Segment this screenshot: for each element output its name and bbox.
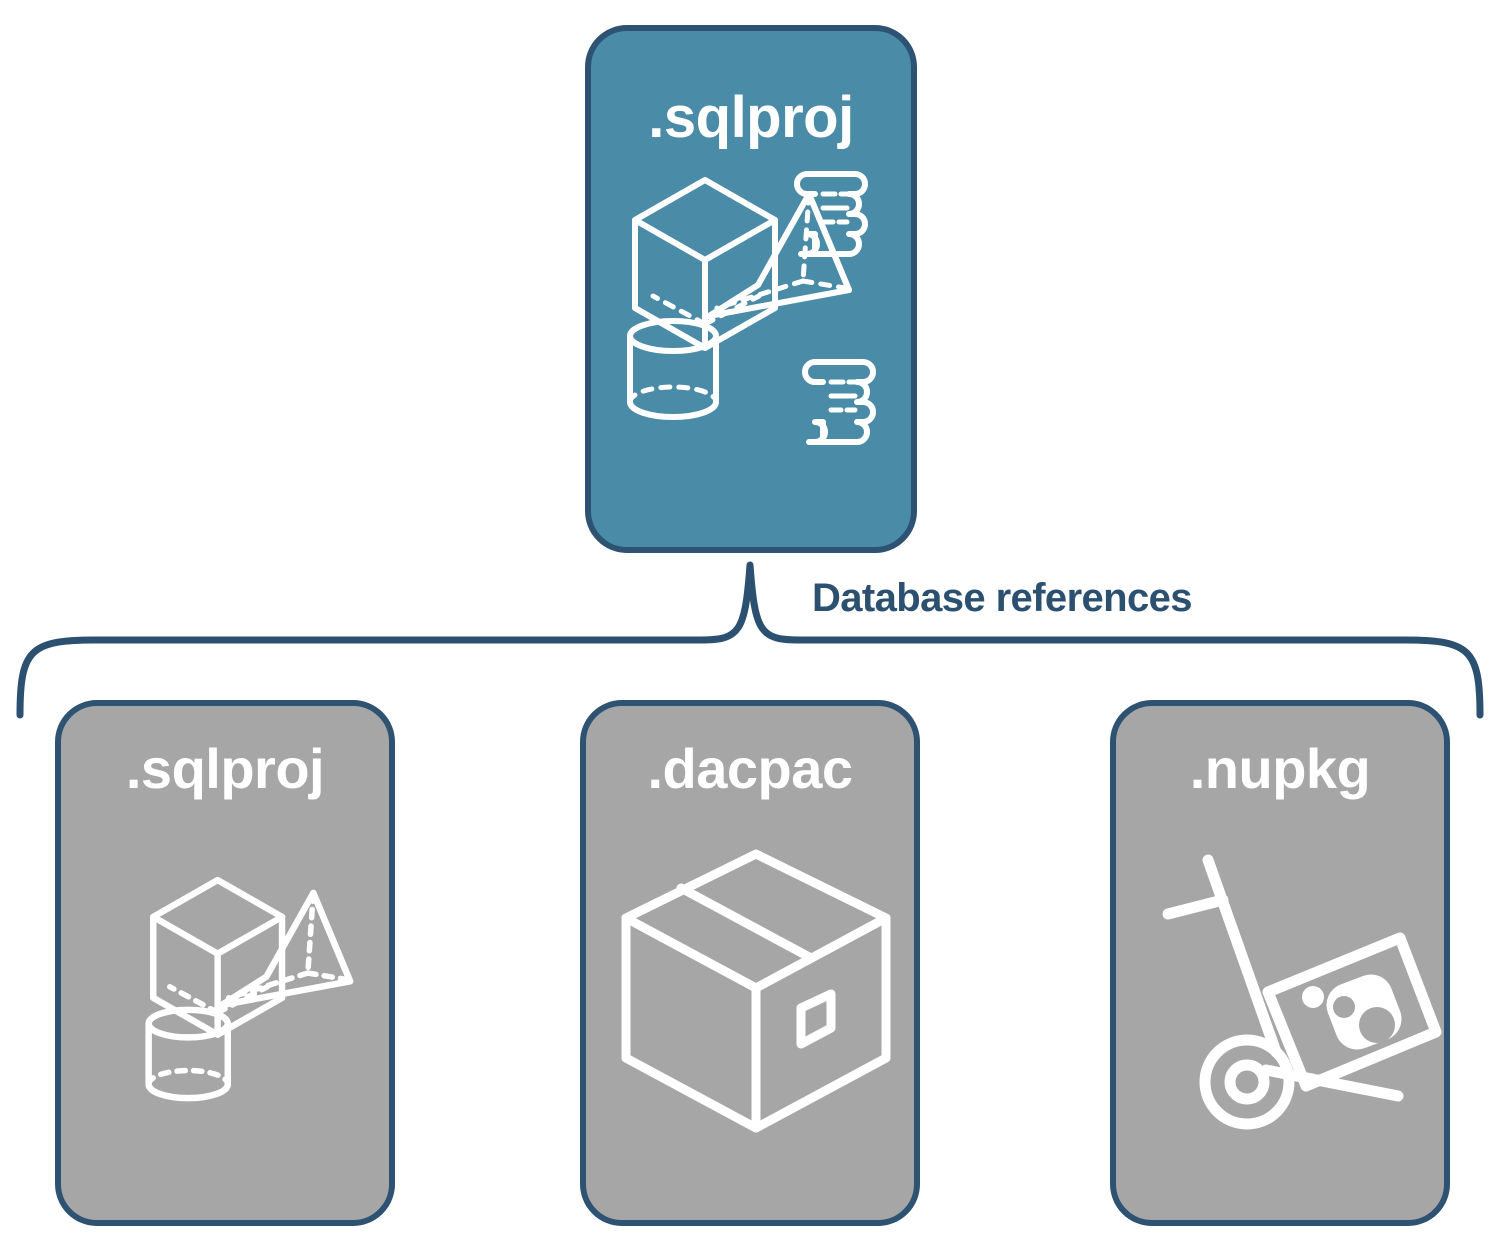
source-node-icon-group	[613, 156, 901, 446]
reference-sqlproj-icon-group	[61, 836, 401, 1136]
reference-sqlproj-icons-svg	[145, 876, 354, 1102]
brace-path	[16, 561, 1484, 719]
reference-node-sqlproj-card[interactable]: .sqlproj	[55, 700, 395, 1226]
database-references-label: Database references	[812, 576, 1193, 620]
cube-wireframe-icon	[150, 876, 286, 1038]
scroll-document-icon	[802, 359, 876, 445]
source-node-icons-svg	[627, 171, 876, 445]
cylinder-wireframe-icon	[145, 1006, 231, 1102]
scroll-document-icon	[794, 171, 868, 257]
cylinder-wireframe-icon	[627, 318, 719, 420]
hand-truck-package-icon	[1162, 854, 1442, 1130]
reference-dacpac-icon-group	[586, 836, 926, 1136]
reference-node-dacpac-label: .dacpac	[647, 737, 853, 800]
reference-node-nupkg-card[interactable]: .nupkg	[1110, 700, 1450, 1226]
reference-node-sqlproj-label: .sqlproj	[125, 737, 325, 800]
reference-node-nupkg-label: .nupkg	[1189, 737, 1371, 800]
reference-node-dacpac-card[interactable]: .dacpac	[580, 700, 920, 1226]
pyramid-wireframe-icon	[218, 889, 354, 1009]
source-node-sqlproj-label: .sqlproj	[648, 85, 854, 150]
source-node-sqlproj-card[interactable]: .sqlproj	[585, 25, 917, 553]
package-box-icon	[621, 849, 891, 1133]
reference-nupkg-icons-svg	[1162, 854, 1442, 1130]
reference-dacpac-icons-svg	[621, 849, 891, 1133]
reference-nupkg-icon-group	[1116, 836, 1456, 1136]
